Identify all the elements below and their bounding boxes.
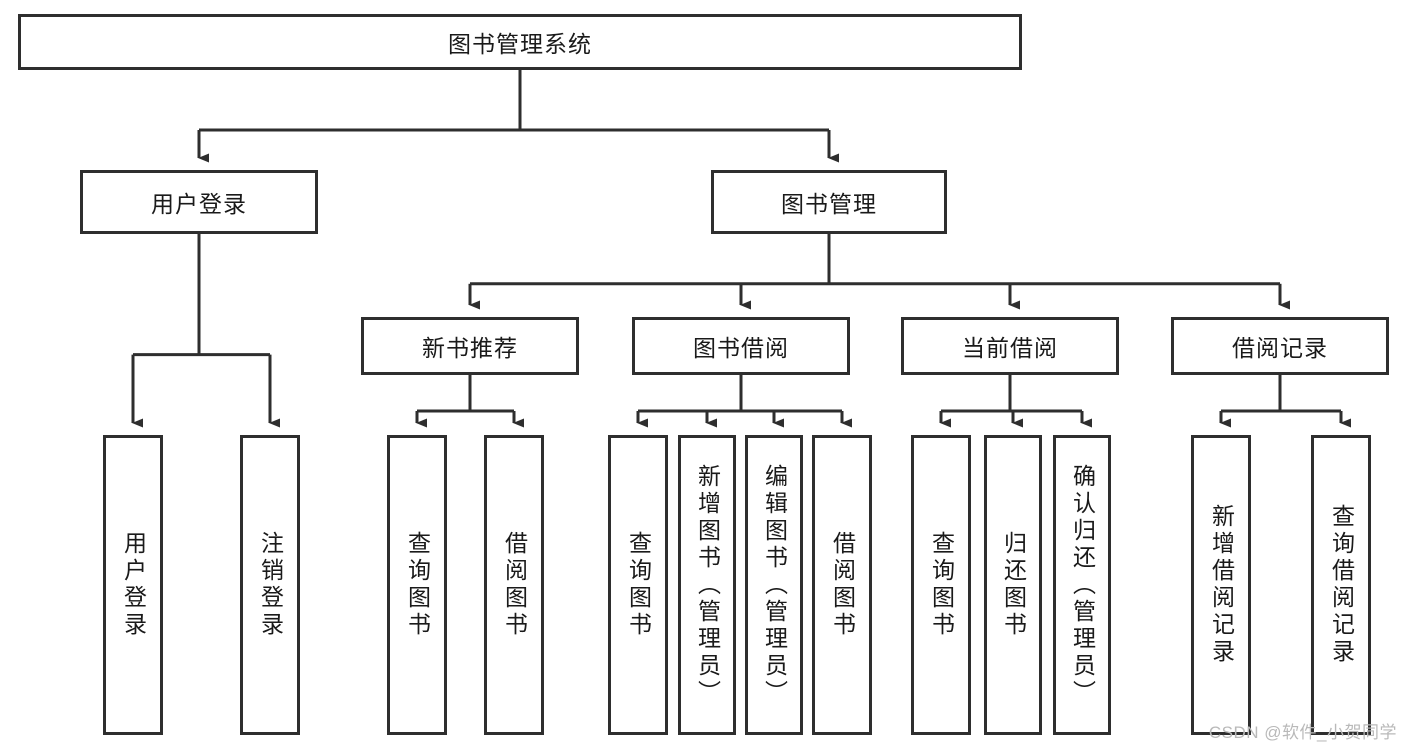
node-leaf-query-book-c-label: 查询图书 (928, 531, 955, 639)
node-current-borrow-label: 当前借阅 (962, 335, 1058, 361)
node-leaf-logout[interactable]: 注销登录 (240, 435, 300, 735)
node-book-borrow-label: 图书借阅 (693, 335, 789, 361)
node-leaf-query-book-b[interactable]: 查询图书 (608, 435, 668, 735)
node-leaf-query-record[interactable]: 查询借阅记录 (1311, 435, 1371, 735)
node-root[interactable]: 图书管理系统 (18, 14, 1022, 70)
node-leaf-return-book-label: 归还图书 (1000, 531, 1027, 639)
node-leaf-logout-label: 注销登录 (257, 531, 284, 639)
node-leaf-add-record-label: 新增借阅记录 (1208, 504, 1235, 666)
node-user-login[interactable]: 用户登录 (80, 170, 318, 234)
node-leaf-borrow-book-a[interactable]: 借阅图书 (484, 435, 544, 735)
node-leaf-borrow-book-b[interactable]: 借阅图书 (812, 435, 872, 735)
node-root-label: 图书管理系统 (448, 31, 592, 57)
node-leaf-return-book[interactable]: 归还图书 (984, 435, 1042, 735)
node-leaf-confirm-return-label: 确认归还（管理员） (1069, 463, 1096, 707)
node-leaf-query-record-label: 查询借阅记录 (1328, 504, 1355, 666)
node-leaf-user-login-label: 用户登录 (120, 531, 147, 639)
node-leaf-add-book[interactable]: 新增图书（管理员） (678, 435, 736, 735)
node-new-book-recommend[interactable]: 新书推荐 (361, 317, 579, 375)
node-leaf-confirm-return[interactable]: 确认归还（管理员） (1053, 435, 1111, 735)
node-leaf-query-book-c[interactable]: 查询图书 (911, 435, 971, 735)
watermark: CSDN @软件_小贺同学 (1208, 723, 1397, 742)
node-book-management[interactable]: 图书管理 (711, 170, 947, 234)
node-borrow-record[interactable]: 借阅记录 (1171, 317, 1389, 375)
node-leaf-query-book-a-label: 查询图书 (404, 531, 431, 639)
node-new-book-recommend-label: 新书推荐 (422, 335, 518, 361)
node-current-borrow[interactable]: 当前借阅 (901, 317, 1119, 375)
node-leaf-edit-book-label: 编辑图书（管理员） (761, 463, 788, 707)
node-leaf-borrow-book-a-label: 借阅图书 (501, 531, 528, 639)
node-leaf-add-book-label: 新增图书（管理员） (694, 463, 721, 707)
node-leaf-edit-book[interactable]: 编辑图书（管理员） (745, 435, 803, 735)
node-leaf-borrow-book-b-label: 借阅图书 (829, 531, 856, 639)
node-leaf-add-record[interactable]: 新增借阅记录 (1191, 435, 1251, 735)
node-user-login-label: 用户登录 (151, 191, 247, 217)
node-borrow-record-label: 借阅记录 (1232, 335, 1328, 361)
node-leaf-query-book-b-label: 查询图书 (625, 531, 652, 639)
node-leaf-user-login[interactable]: 用户登录 (103, 435, 163, 735)
node-book-management-label: 图书管理 (781, 191, 877, 217)
node-leaf-query-book-a[interactable]: 查询图书 (387, 435, 447, 735)
node-book-borrow[interactable]: 图书借阅 (632, 317, 850, 375)
